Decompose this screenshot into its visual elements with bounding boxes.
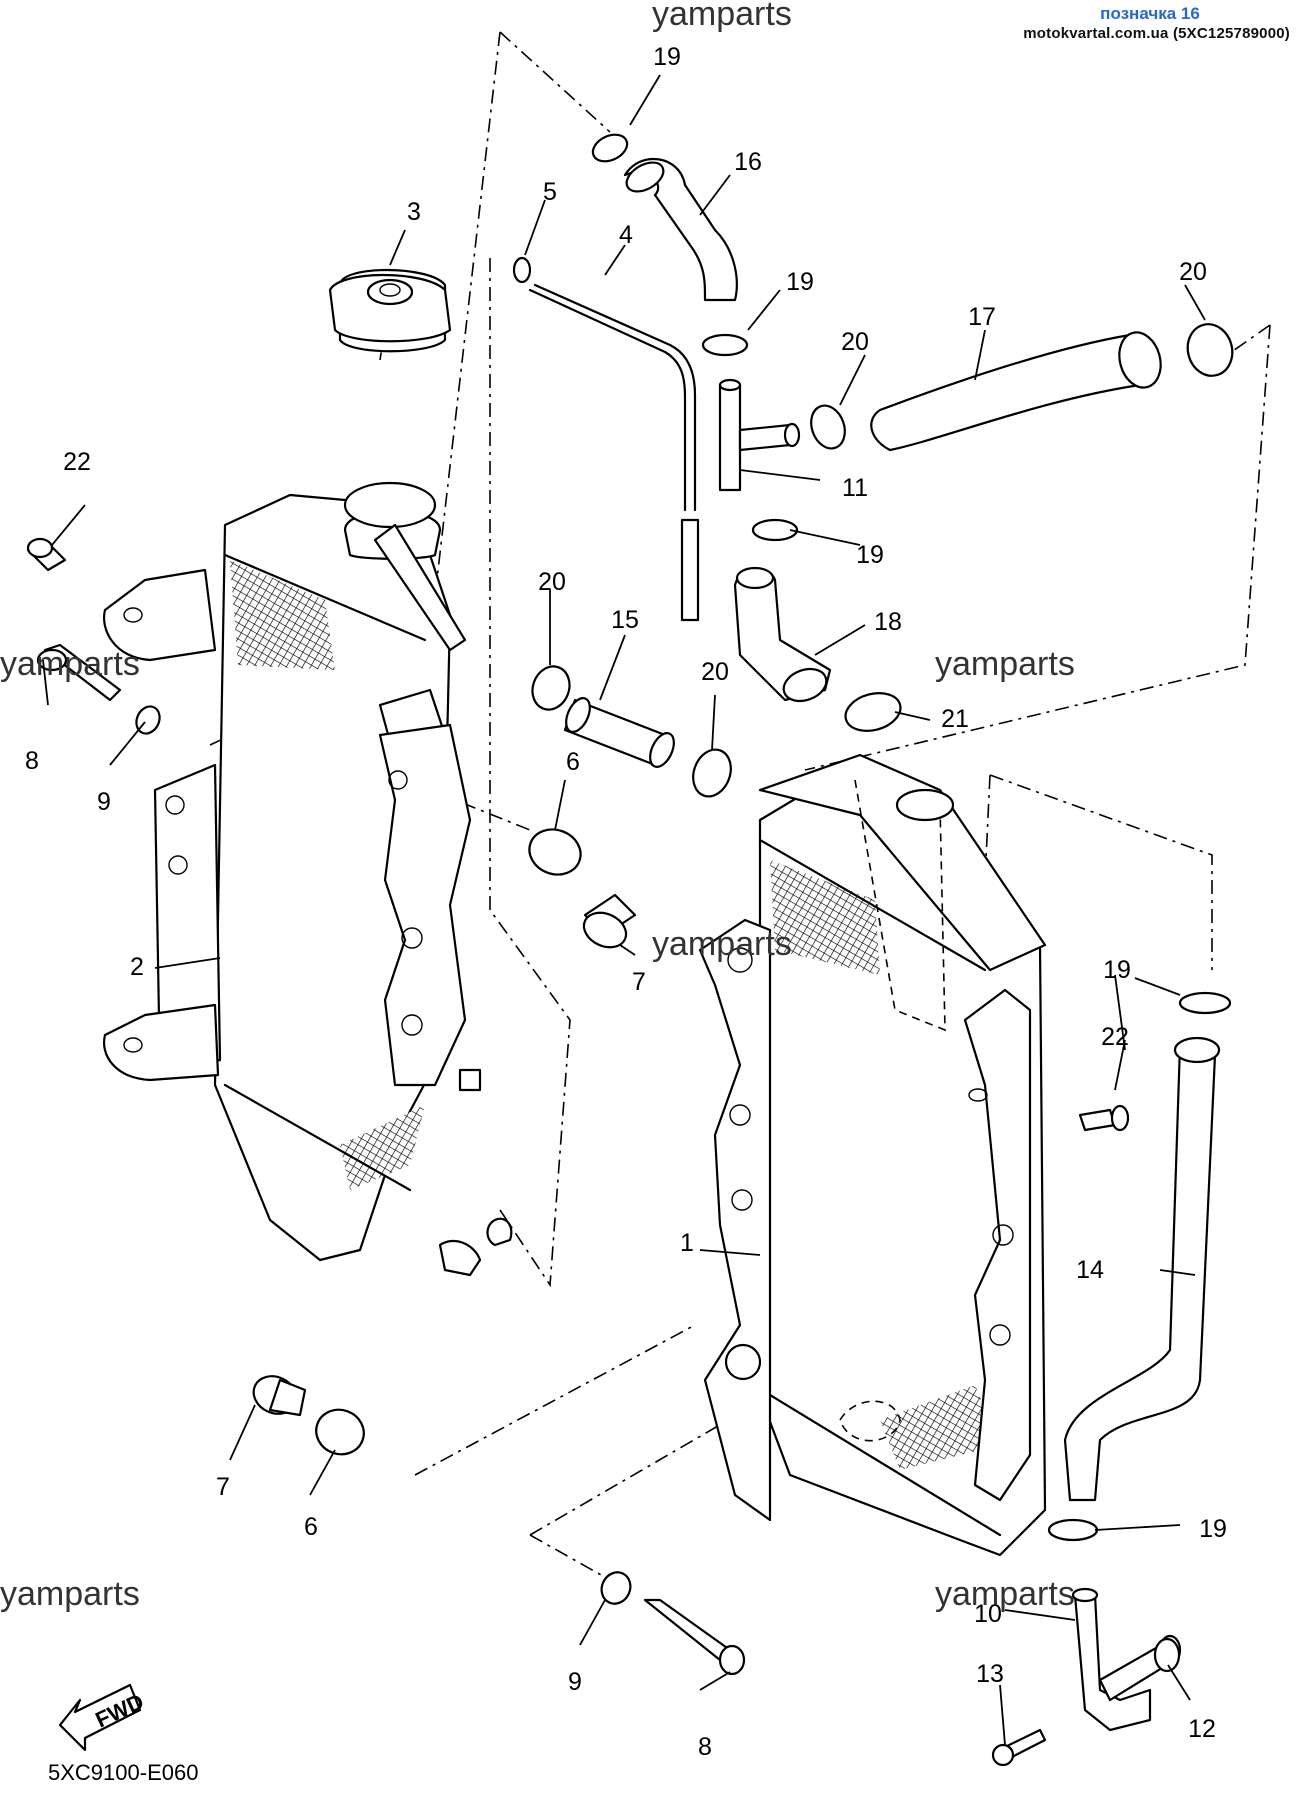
- callout-22-right: 22: [1101, 1023, 1129, 1051]
- callout-19-side: 19: [1103, 956, 1131, 984]
- watermark-right: yamparts: [935, 645, 1075, 683]
- diagram-code: 5XC9100-E060: [48, 1760, 198, 1785]
- right-radiator: [698, 753, 1047, 1557]
- leader-lines: [42, 74, 1206, 1746]
- watermark-left: yamparts: [0, 645, 140, 683]
- callout-19-bottom: 19: [1199, 1515, 1227, 1543]
- callout-20-end: 20: [1179, 258, 1207, 286]
- callout-11: 11: [842, 474, 868, 502]
- diagram-title: позначка 16: [1100, 4, 1200, 23]
- callout-6-upper: 6: [566, 748, 580, 776]
- callout-19-top: 19: [653, 43, 681, 71]
- callout-17: 17: [968, 303, 996, 331]
- watermark-center: yamparts: [652, 925, 792, 963]
- left-radiator: [103, 481, 513, 1277]
- callout-9-lower: 9: [568, 1668, 582, 1696]
- callout-5: 5: [543, 178, 557, 206]
- callout-1: 1: [680, 1229, 694, 1257]
- callout-18: 18: [874, 608, 902, 636]
- forward-arrow: FWD: [58, 1683, 148, 1752]
- callout-3: 3: [407, 198, 421, 226]
- callout-8-left: 8: [25, 747, 39, 775]
- clamps: [26, 133, 1234, 1767]
- callout-12: 12: [1188, 1715, 1216, 1743]
- callout-15: 15: [611, 606, 639, 634]
- callout-20-left: 20: [538, 568, 566, 596]
- radiator-cap: [328, 268, 452, 353]
- callout-14: 14: [1076, 1256, 1104, 1284]
- callout-21: 21: [941, 705, 969, 733]
- callout-22-left: 22: [63, 448, 91, 476]
- watermark-bottom-right: yamparts: [935, 1575, 1075, 1613]
- callout-9-left: 9: [97, 788, 111, 816]
- watermarks: yamparts yamparts yamparts yamparts yamp…: [0, 0, 1075, 1613]
- watermark-bottom-left: yamparts: [0, 1575, 140, 1613]
- callout-6-lower: 6: [304, 1513, 318, 1541]
- watermark-top: yamparts: [652, 0, 792, 33]
- callout-20-clamp: 20: [841, 328, 869, 356]
- callout-2: 2: [130, 953, 144, 981]
- callout-13: 13: [976, 1660, 1004, 1688]
- callout-19-right: 19: [856, 541, 884, 569]
- callout-20-right: 20: [701, 658, 729, 686]
- callout-16: 16: [734, 148, 762, 176]
- callout-10: 10: [974, 1600, 1002, 1628]
- site-reference: motokvartal.com.ua (5XC125789000): [1023, 25, 1290, 42]
- callout-7-lower: 7: [216, 1473, 230, 1501]
- callout-labels: 1 2 3 4 5 6 6 7 7 8 8 9 9 10 11 12 13 14…: [25, 43, 1227, 1761]
- callout-7-upper: 7: [632, 968, 646, 996]
- callout-19-mid: 19: [786, 268, 814, 296]
- callout-4: 4: [619, 221, 633, 249]
- callout-8-lower: 8: [698, 1733, 712, 1761]
